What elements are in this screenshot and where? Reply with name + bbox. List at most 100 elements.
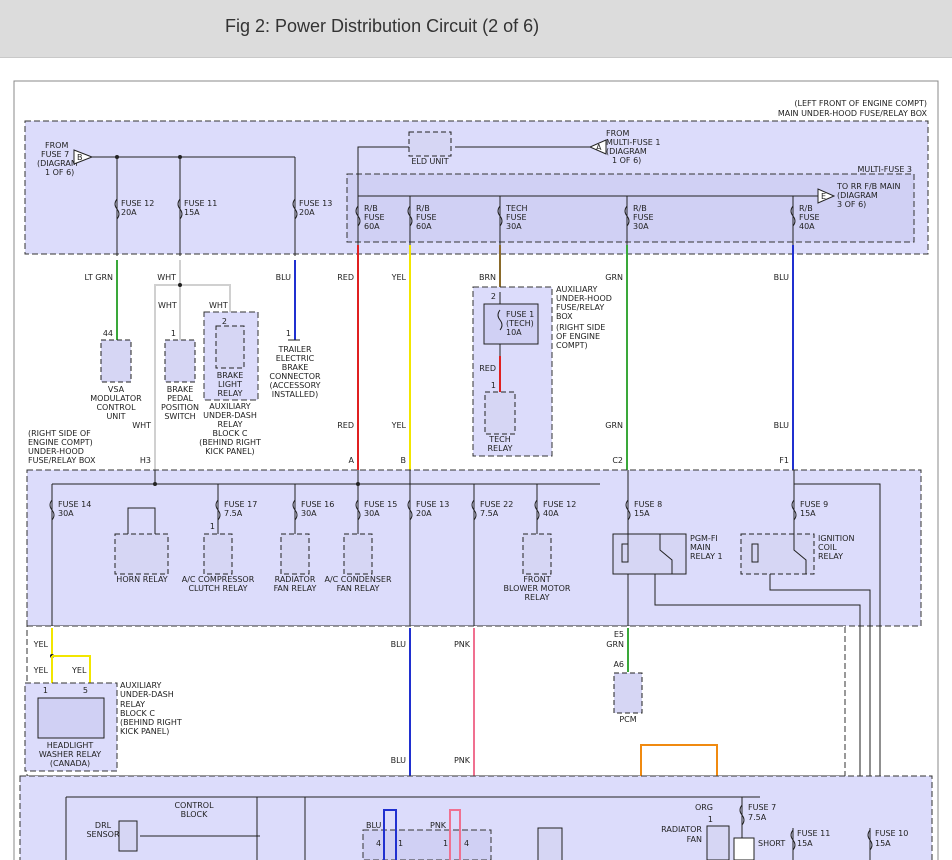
vsa-modulator: [100, 339, 132, 383]
pin-label: 1: [286, 329, 291, 338]
fuse-label: R/B: [364, 204, 378, 213]
aux-c2-label: RELAY: [120, 700, 145, 709]
fuse-label: FUSE 9: [800, 500, 828, 509]
pin-label: 1: [443, 839, 448, 848]
blower-label: FRONT: [523, 575, 550, 584]
wire-label: BLU: [774, 421, 790, 430]
aux-hood-label: BOX: [556, 312, 573, 321]
wire-label: RED: [337, 421, 354, 430]
fuse-label: R/B: [416, 204, 430, 213]
connector-label: B: [401, 456, 407, 465]
vsa-label: CONTROL: [96, 403, 136, 412]
aux-c2-label: KICK PANEL): [120, 727, 169, 736]
fuse-rating: 7.5A: [480, 509, 499, 518]
fuse-rating: 40A: [543, 509, 559, 518]
connector-arrow-b: [73, 149, 94, 165]
vsa-label: MODULATOR: [90, 394, 142, 403]
aux-hood-label: (RIGHT SIDE: [556, 323, 605, 332]
fuse-label: FUSE 13: [299, 199, 332, 208]
brake-light-relay: [215, 325, 245, 369]
aux-c2-label: AUXILIARY: [120, 681, 162, 690]
wire-label: BLU: [276, 273, 292, 282]
rad-fan-relay-bottom: [706, 825, 730, 860]
aux-hood-label: FUSE/RELAY: [556, 303, 604, 312]
horn-relay-label: HORN RELAY: [116, 575, 168, 584]
wire-label: GRN: [605, 421, 623, 430]
lower-area: [26, 625, 846, 777]
wire-label: LT GRN: [84, 273, 113, 282]
connector-label: A: [349, 456, 355, 465]
pgm-fi-main-relay: [612, 533, 687, 575]
blower-label: RELAY: [525, 593, 550, 602]
connector-label: H3: [140, 456, 151, 465]
ign-label: COIL: [818, 543, 837, 552]
fuse-rating: 20A: [299, 208, 315, 217]
fuse-label: (TECH): [506, 319, 534, 328]
fuse-rating: 40A: [799, 222, 815, 231]
pin-label: 1: [171, 329, 176, 338]
headlight-washer-relay: [37, 697, 105, 739]
fuse-label: FUSE 22: [480, 500, 513, 509]
hw-relay-label: HEADLIGHT: [47, 741, 94, 750]
to-rr-text: 3 OF 6): [837, 200, 866, 209]
wire-label: RED: [479, 364, 496, 373]
fuse-label: FUSE 14: [58, 500, 91, 509]
fuse-label: FUSE: [364, 213, 385, 222]
tech-relay: [484, 391, 516, 435]
pin-label: 2: [222, 317, 227, 326]
connector-label: A6: [613, 660, 624, 669]
drl-sensor: [118, 820, 138, 852]
trailer-label: (ACCESSORY: [269, 381, 320, 390]
fuse-label: FUSE: [799, 213, 820, 222]
fuse-label: TECH: [505, 204, 528, 213]
ignition-coil-relay: [740, 533, 815, 575]
trailer-label: CONNECTOR: [269, 372, 321, 381]
ign-label: RELAY: [818, 552, 843, 561]
from-mf1-text: MULTI-FUSE 1: [606, 138, 660, 147]
fuse-label: FUSE 15: [364, 500, 397, 509]
brake-light-label: RELAY: [218, 389, 243, 398]
aux-hood-label: UNDER-HOOD: [556, 294, 612, 303]
pin-label: 1: [708, 815, 713, 824]
pin-label: 1: [43, 686, 48, 695]
fuse-label: FUSE 12: [543, 500, 576, 509]
rs-box-label: ENGINE COMPT): [28, 438, 93, 447]
fuse-label: FUSE 11: [184, 199, 217, 208]
fuse-rating: 30A: [58, 509, 74, 518]
pgm-label: PGM-FI: [690, 534, 718, 543]
fuse-rating: 7.5A: [224, 509, 243, 518]
radiator-fan-relay: [280, 533, 310, 575]
from-fuse7-text: (DIAGRAM: [37, 159, 78, 168]
pin-label: 2: [491, 292, 496, 301]
short-label: SHORT: [758, 839, 785, 848]
connector-b-label: B: [77, 153, 83, 162]
fuse-label: FUSE 13: [416, 500, 449, 509]
rad-fan-label: FAN RELAY: [274, 584, 317, 593]
fuse-label: R/B: [799, 204, 813, 213]
wire-label: PNK: [454, 640, 471, 649]
figure-title: Fig 2: Power Distribution Circuit (2 of …: [225, 16, 540, 36]
connector-label: F1: [779, 456, 789, 465]
fuse-label: FUSE 12: [121, 199, 154, 208]
drl-label: DRL: [95, 821, 112, 830]
from-fuse7-text: FROM: [45, 141, 68, 150]
wire-label: YEL: [33, 640, 49, 649]
connector-label: E5: [614, 630, 624, 639]
pgm-label: RELAY 1: [690, 552, 723, 561]
figure-header: Fig 2: Power Distribution Circuit (2 of …: [0, 0, 952, 58]
wire-label: GRN: [606, 640, 624, 649]
fuse-label: FUSE 16: [301, 500, 334, 509]
pcm: [613, 672, 643, 714]
pin-label: 5: [83, 686, 88, 695]
aux-c-label: AUXILIARY: [209, 402, 251, 411]
ac-clutch-relay: [203, 533, 233, 575]
top-fuse-column: [114, 157, 298, 256]
rad-fan-bottom-label: FAN: [687, 835, 702, 844]
fuse-rating: 15A: [875, 839, 891, 848]
fuse-rating: 15A: [184, 208, 200, 217]
aux-hood-label: COMPT): [556, 341, 588, 350]
blower-motor-relay: [522, 533, 552, 575]
pin-label: 1: [491, 381, 496, 390]
rs-box-label: (RIGHT SIDE OF: [28, 429, 91, 438]
